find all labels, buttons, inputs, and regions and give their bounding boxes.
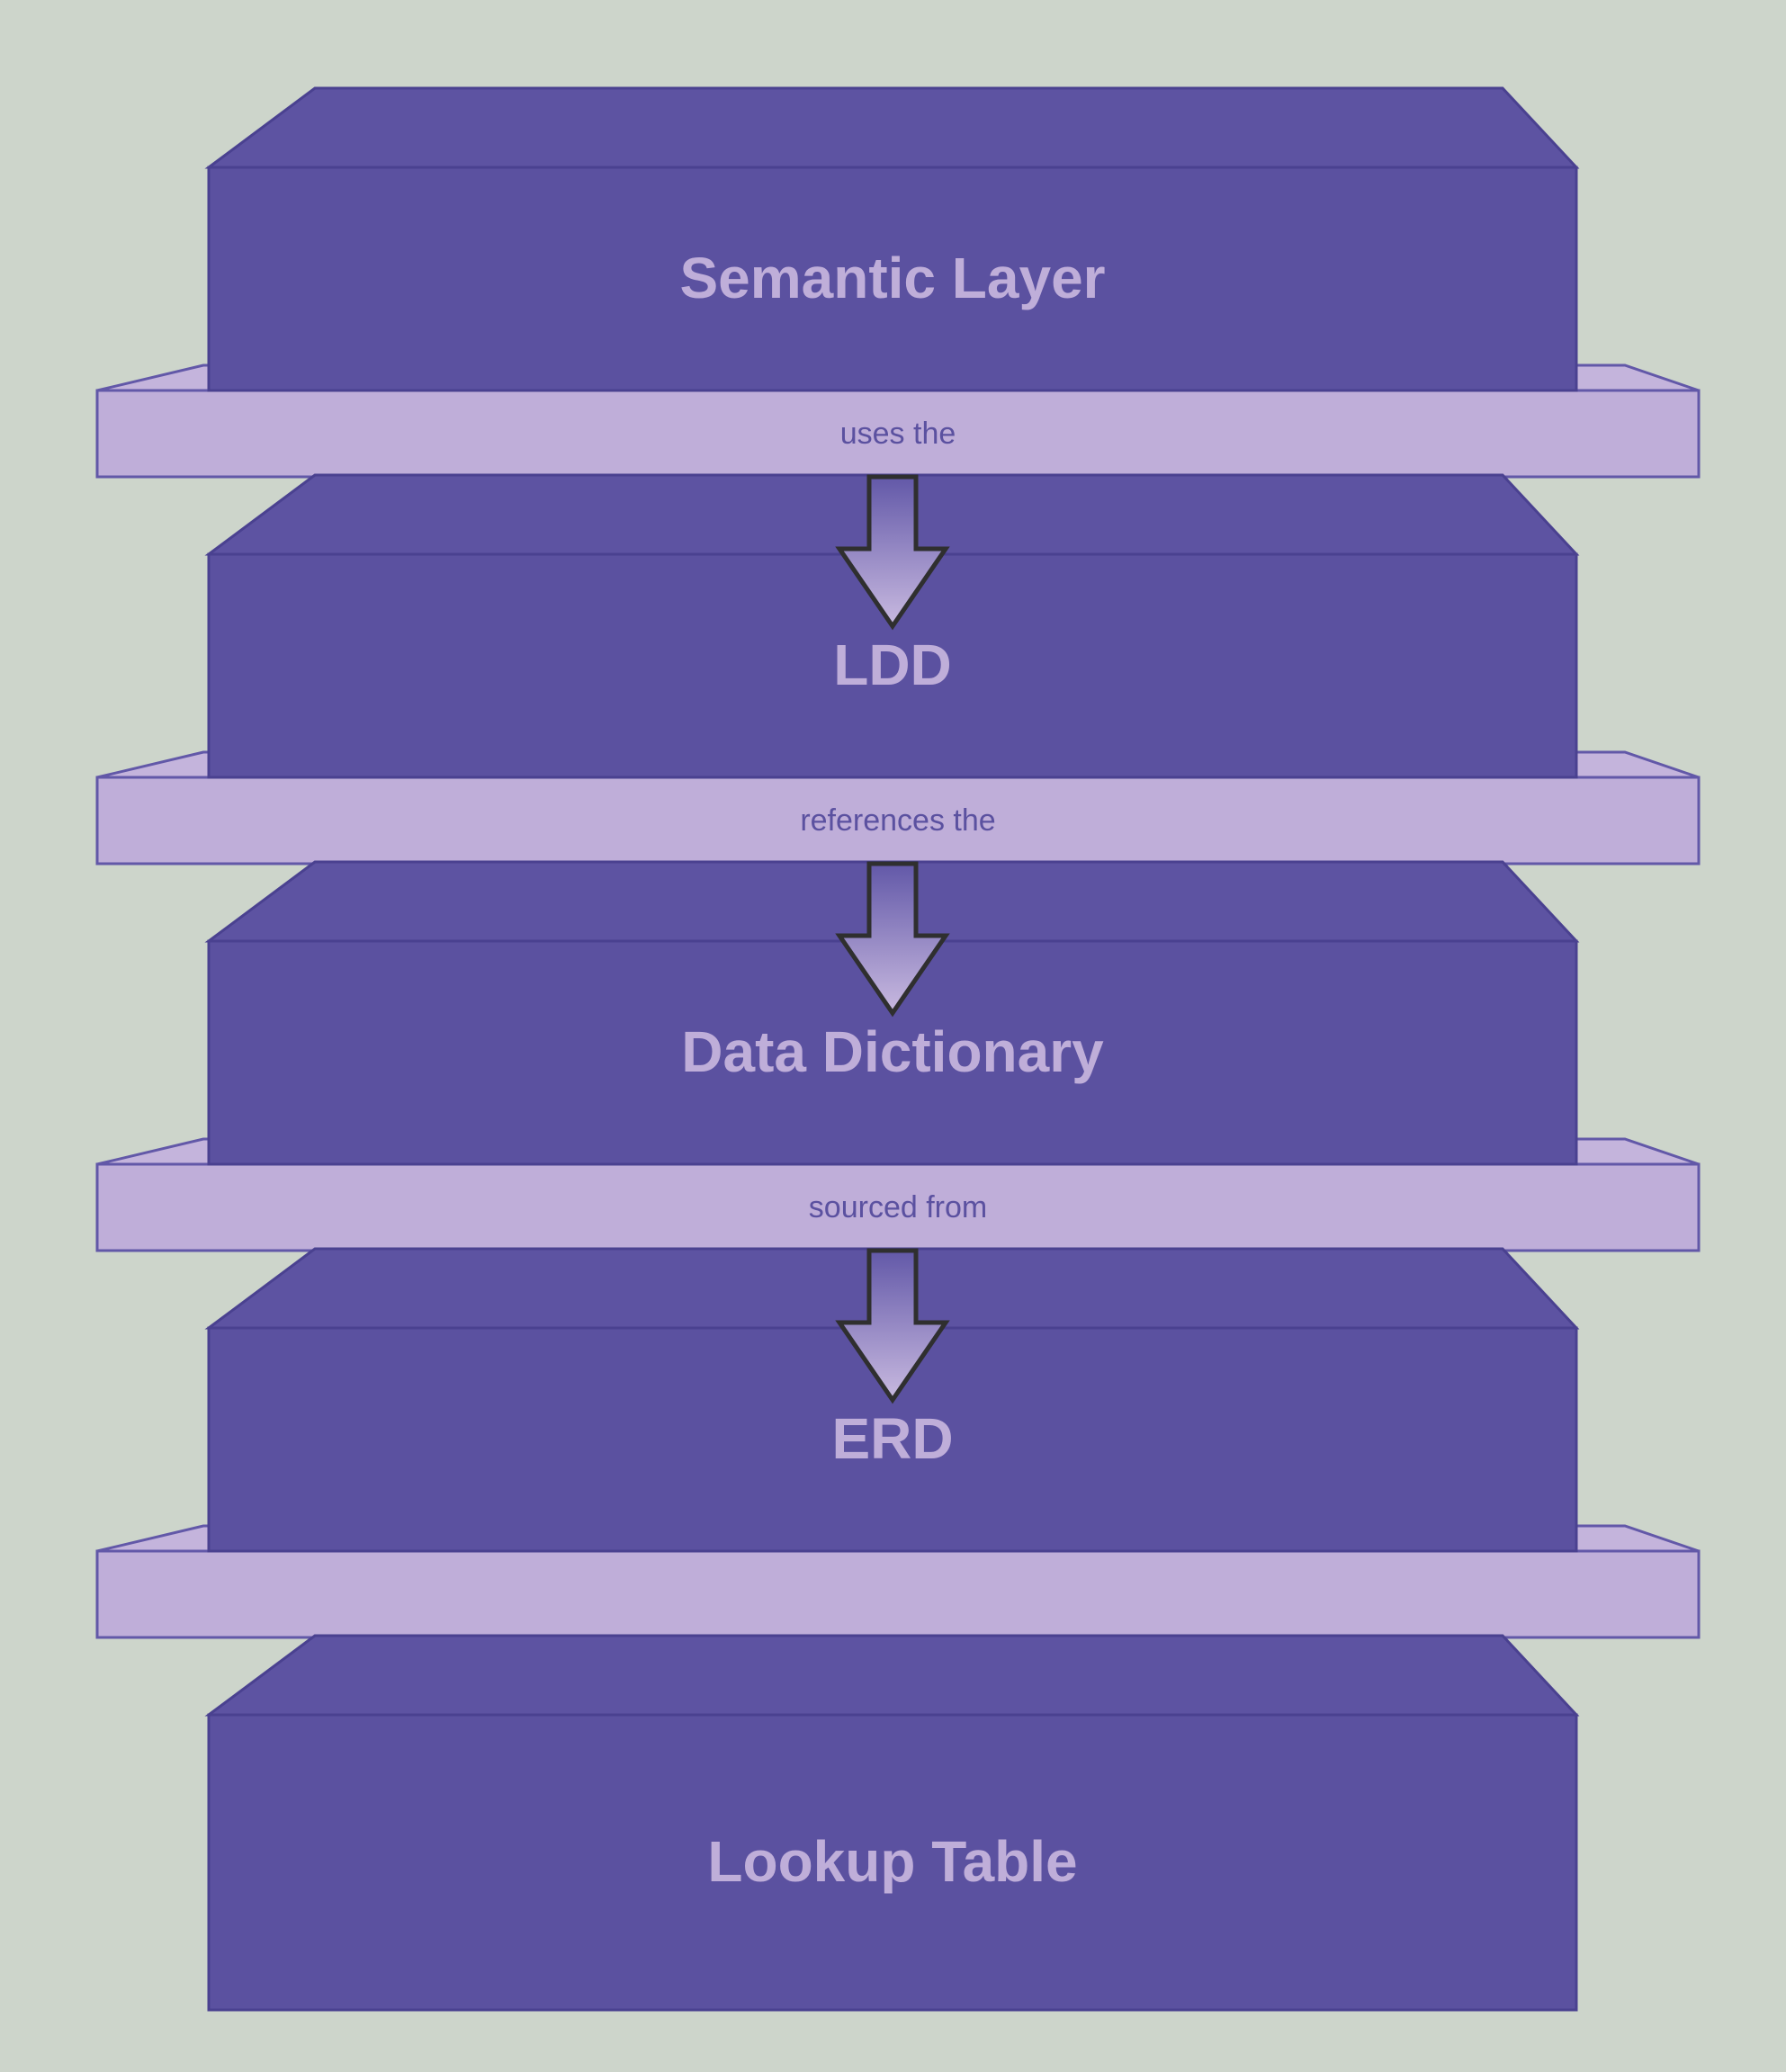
connector-band-bottom-band-front-face <box>95 1549 1701 1639</box>
layer-block-label-erd: ERD <box>831 1406 953 1471</box>
layer-block-lookup-table-front-face <box>207 1713 1578 2012</box>
arrow-group <box>835 474 950 1404</box>
layer-block-label-lookup-table: Lookup Table <box>707 1829 1077 1894</box>
label-group: uses the references the sourced from Semant… <box>679 246 1105 1894</box>
block-group <box>204 86 1580 2012</box>
connector-band-uses-the-front-face <box>95 389 1701 479</box>
layer-block-semantic-layer-top-face <box>204 86 1580 169</box>
flow-arrow-sourced-from <box>835 1248 950 1404</box>
layer-block-label-semantic-layer: Semantic Layer <box>679 246 1105 310</box>
layer-block-lookup-table[interactable] <box>204 1634 1580 2012</box>
layer-block-semantic-layer-front-face <box>207 166 1578 392</box>
flow-arrow-references-the <box>835 861 950 1018</box>
layer-block-ldd[interactable] <box>204 473 1580 779</box>
flow-arrow-uses-the <box>835 474 950 631</box>
layer-block-lookup-table-top-face <box>204 1634 1580 1717</box>
connector-band-sourced-from-front-face <box>95 1162 1701 1252</box>
layer-block-label-data-dictionary: Data Dictionary <box>681 1019 1104 1084</box>
connector-band-label-uses-the: uses the <box>840 417 956 451</box>
layer-block-label-ldd: LDD <box>833 632 952 697</box>
connector-band-label-references-the: references the <box>800 803 995 838</box>
connector-band-label-sourced-from: sourced from <box>809 1190 987 1224</box>
layer-block-semantic-layer[interactable] <box>204 86 1580 392</box>
